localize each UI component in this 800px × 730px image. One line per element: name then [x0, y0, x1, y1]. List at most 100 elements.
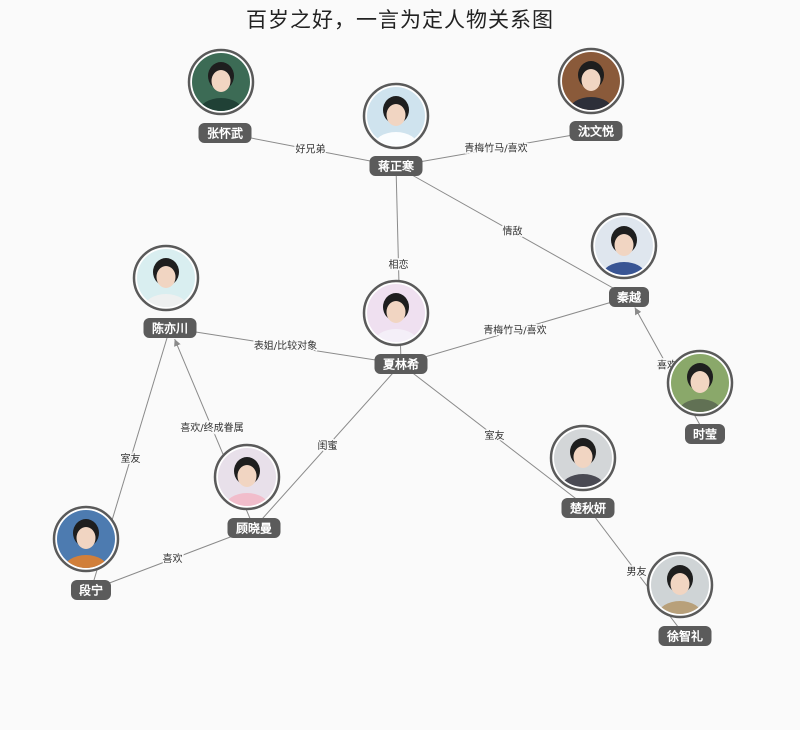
edges-layer: 好兄弟青梅竹马/喜欢相恋情敌青梅竹马/喜欢表姐/比较对象喜欢室友闺蜜喜欢/终成眷… [90, 130, 706, 637]
person-node-shi[interactable]: 时莹 [666, 349, 734, 444]
avatar-shoulders [199, 98, 243, 111]
edge-xia-gu: 闺蜜 [253, 363, 402, 529]
avatar-shoulders [374, 329, 418, 342]
name-badge [658, 626, 712, 646]
person-node-zhang[interactable]: 张怀武 [187, 48, 255, 143]
avatar-shoulders [225, 493, 269, 506]
relationship-label: 好兄弟 [296, 144, 326, 156]
edge-duan-gu: 喜欢 [90, 531, 243, 591]
edge-shen-jiang: 青梅竹马/喜欢 [395, 130, 597, 167]
avatar-face [581, 69, 601, 91]
person-node-xu[interactable]: 徐智礼 [646, 551, 714, 646]
avatar-face [156, 266, 176, 288]
relationship-line [395, 130, 597, 167]
relationship-line [90, 531, 243, 591]
avatar-portrait-icon [595, 217, 653, 275]
relationship-label: 相恋 [389, 258, 409, 271]
avatar-portrait-icon [218, 448, 276, 506]
avatar-face [386, 301, 406, 323]
person-node-qin[interactable]: 秦越 [590, 212, 658, 307]
avatar-shoulders [374, 132, 418, 145]
avatar-portrait-icon [57, 510, 115, 568]
edge-chen-xia: 表姐/比较对象 [169, 327, 390, 365]
avatar-portrait-icon [562, 52, 620, 110]
name-badge [609, 287, 649, 307]
edge-zhang-jiang: 好兄弟 [224, 132, 397, 167]
person-name: 蒋正寒 [378, 159, 414, 174]
name-badge [143, 318, 197, 338]
person-name: 张怀武 [207, 126, 243, 141]
person-name: 顾晓曼 [236, 521, 272, 536]
relationship-label: 情敌 [503, 225, 523, 238]
relationship-label: 表姐/比较对象 [254, 339, 317, 352]
person-name: 时莹 [693, 427, 717, 442]
person-node-shen[interactable]: 沈文悦 [557, 47, 625, 141]
name-badge [369, 156, 423, 176]
avatar-portrait-icon [367, 87, 425, 145]
avatar-portrait-icon [192, 53, 250, 111]
relationship-line [395, 165, 630, 298]
relationship-line [253, 363, 402, 529]
name-badge [561, 498, 615, 518]
relationship-line [400, 363, 589, 509]
avatar-shoulders [64, 555, 108, 568]
relationship-label: 喜欢/终成眷属 [180, 421, 243, 434]
relationship-label: 男友 [627, 565, 647, 578]
avatar-shoulders [569, 97, 613, 110]
person-name: 夏林希 [383, 357, 419, 372]
avatar-portrait-icon [137, 249, 195, 307]
edge-gu-chen: 喜欢/终成眷属 [174, 338, 255, 529]
avatar-portrait-icon [367, 284, 425, 342]
person-node-jiang[interactable]: 蒋正寒 [362, 82, 430, 176]
avatar-face [237, 465, 257, 487]
name-badge [569, 121, 623, 141]
person-node-chu[interactable]: 楚秋妍 [549, 424, 617, 518]
name-badge [227, 518, 281, 538]
relationship-line [169, 327, 390, 365]
relationship-label: 青梅竹马/喜欢 [464, 142, 527, 155]
avatar-portrait-icon [651, 556, 709, 614]
chart-title: 百岁之好，一言为定人物关系图 [246, 8, 554, 32]
avatar-portrait-icon [671, 354, 729, 412]
relationship-label: 室友 [121, 452, 141, 465]
name-badge [71, 580, 111, 600]
edge-xia-chu: 室友 [400, 363, 589, 509]
person-node-gu[interactable]: 顾晓曼 [213, 443, 281, 538]
avatar-shoulders [144, 294, 188, 307]
avatar-face [386, 104, 406, 126]
person-node-duan[interactable]: 段宁 [52, 505, 120, 600]
name-badge [685, 424, 725, 444]
avatar-shoulders [658, 601, 702, 614]
avatar-face [614, 234, 634, 256]
relationship-line [224, 132, 397, 167]
avatar-face [573, 446, 593, 468]
person-name: 秦越 [616, 290, 642, 305]
relationship-label: 喜欢 [163, 552, 183, 565]
avatar-shoulders [678, 399, 722, 412]
avatar-shoulders [561, 474, 605, 487]
avatar-face [76, 527, 96, 549]
person-node-xia[interactable]: 夏林希 [362, 279, 430, 374]
person-name: 段宁 [79, 583, 103, 598]
person-name: 徐智礼 [666, 629, 703, 644]
person-node-chen[interactable]: 陈亦川 [132, 244, 200, 338]
person-name: 陈亦川 [152, 321, 188, 336]
avatar-portrait-icon [554, 429, 612, 487]
person-name: 沈文悦 [578, 124, 614, 139]
name-badge [374, 354, 428, 374]
avatar-shoulders [602, 262, 646, 275]
edge-qin-xia: 青梅竹马/喜欢 [400, 296, 630, 365]
edge-jiang-xia: 相恋 [387, 165, 410, 365]
avatar-face [211, 70, 231, 92]
avatar-face [690, 371, 710, 393]
name-badge [198, 123, 252, 143]
person-name: 楚秋妍 [569, 501, 606, 516]
edge-jiang-qin: 情敌 [395, 165, 630, 298]
relationship-label: 青梅竹马/喜欢 [483, 324, 546, 337]
relationship-line [400, 296, 630, 365]
relationship-label: 闺蜜 [318, 439, 338, 452]
relationship-label: 室友 [485, 429, 505, 442]
